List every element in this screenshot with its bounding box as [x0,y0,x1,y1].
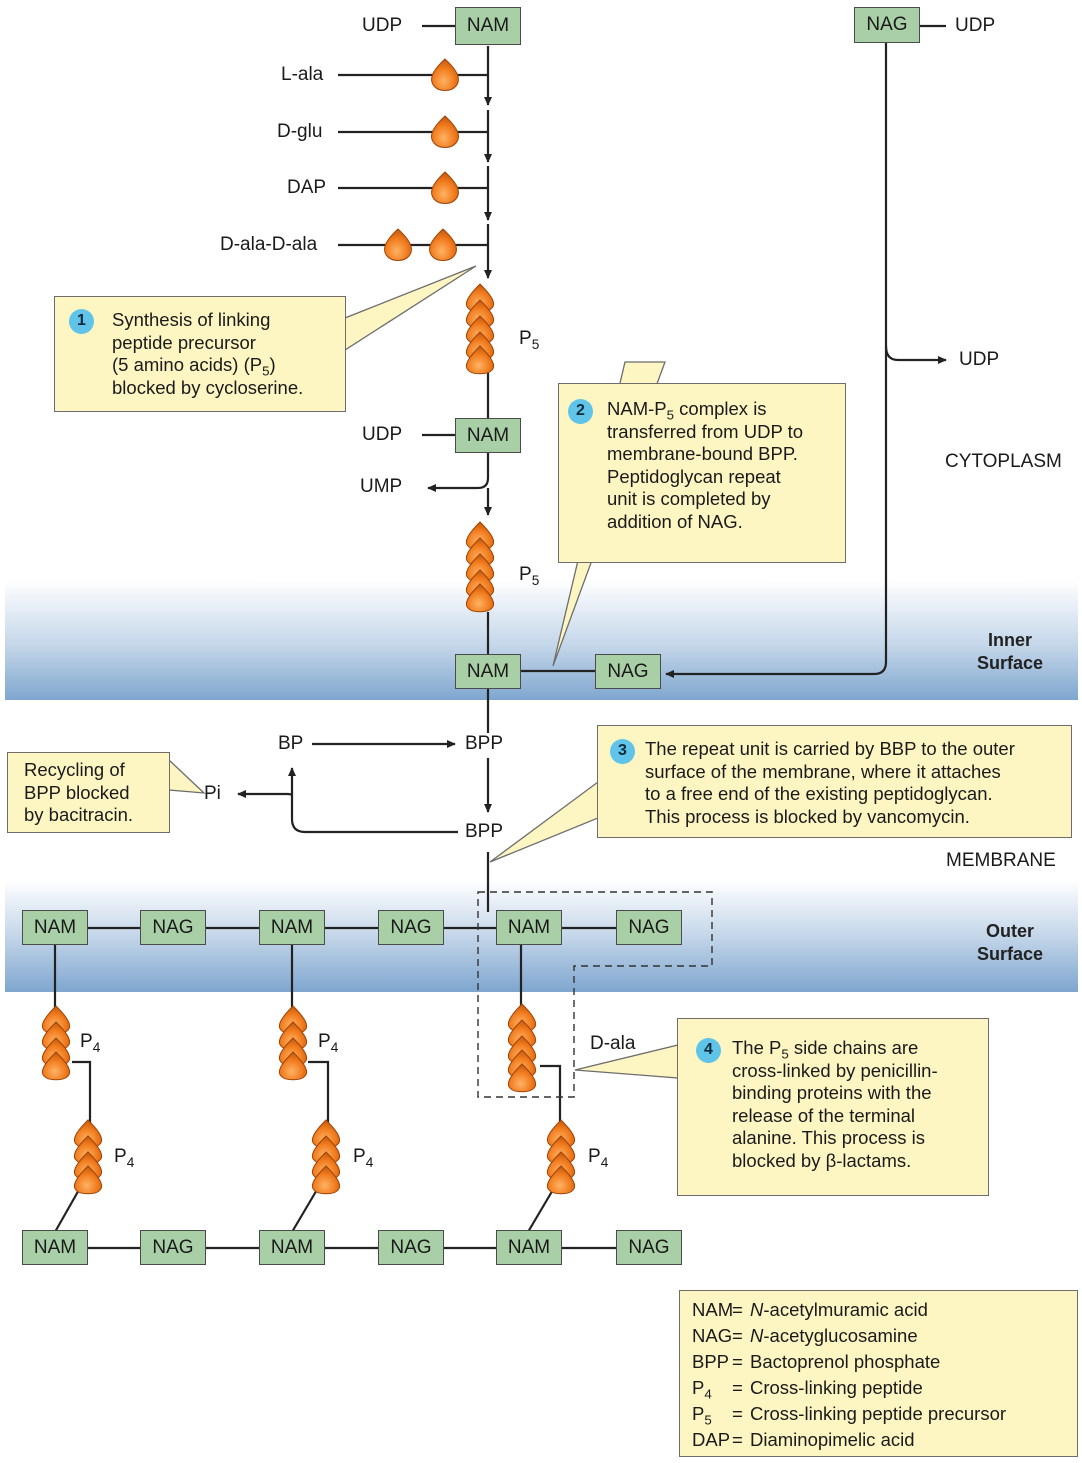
amino-acid-d-glu [431,115,459,148]
nag-box-outer-2: NAG [378,910,444,945]
stem-link [291,1187,319,1233]
callout-4-text: The P5 side chains are cross-linked by p… [732,1037,938,1171]
amino-acid-dap [431,171,459,204]
callout-1-text: Synthesis of linking peptide precursor (… [112,309,304,398]
nam-box-mid: NAM [455,418,521,453]
nag-box-bottom-3: NAG [616,1230,682,1265]
udp-label-released: UDP [959,349,1000,370]
step-badge-3: 3 [610,739,635,764]
peptide-stack-p4-e [546,1119,576,1195]
legend-row-p4: P4=Cross-linking peptide [692,1377,923,1402]
crossbridge [72,1060,92,1124]
legend-row-nam: NAM=N-acetylmuramic acid [692,1299,928,1320]
legend-row-dap: DAP=Diaminopimelic acid [692,1429,915,1450]
udp-release-arrow [884,345,947,365]
legend-row-bpp: BPP=Bactoprenol phosphate [692,1351,941,1372]
p4-label-c: P4 [114,1146,135,1170]
nam-box-inner: NAM [455,654,521,689]
p5-label-top: P5 [519,328,540,352]
bpp-label-bottom: BPP [465,821,504,842]
callout-3-text: The repeat unit is carried by BBP to the… [645,738,1015,827]
p4-label-d: P4 [353,1146,374,1170]
nam-box-outer-1: NAM [22,910,88,945]
step-badge-2: 2 [568,399,593,424]
inner-membrane-band [5,580,1078,700]
recycle-loop [287,767,458,834]
crossbridge [540,1064,562,1124]
nam-box-bottom-2: NAM [259,1230,325,1265]
udp-label-nag: UDP [955,15,996,36]
crossbridge [308,1060,330,1124]
callout-3: 3 The repeat unit is carried by BBP to t… [597,725,1072,838]
legend-row-nag: NAG=N-acetyglucosamine [692,1325,918,1346]
nag-box-bottom-2: NAG [378,1230,444,1265]
udp-label-mid: UDP [362,424,403,445]
amino-acid-d-ala-2 [429,228,457,261]
nam-box-outer-3: NAM [496,910,562,945]
recycle-callout-pointer [168,758,206,794]
membrane-label: MEMBRANE [946,850,1056,871]
amino-acid-d-ala-1 [384,228,412,261]
step-badge-4: 4 [696,1038,721,1063]
nam-box-outer-2: NAM [259,910,325,945]
pi-release-arrow [237,789,294,799]
p5-label-mid: P5 [519,564,540,588]
nam-box-bottom-1: NAM [22,1230,88,1265]
d-ala-label: D-ala [590,1033,636,1054]
callout-2: 2 NAM-P5 complex is transferred from UDP… [558,383,846,563]
l-ala-label: L-ala [281,64,324,85]
nam-box-bottom-3: NAM [496,1230,562,1265]
nam-box-top: NAM [455,7,521,45]
nag-box-bottom-1: NAG [140,1230,206,1265]
peptide-stack-p4-c [73,1119,103,1195]
nag-box-outer-3: NAG [616,910,682,945]
peptide-stack-p4-a [41,1005,71,1081]
callout-2-text: NAM-P5 complex is transferred from UDP t… [607,398,804,532]
stem-link [54,1187,81,1233]
udp-label-top: UDP [362,15,403,36]
dap-label: DAP [287,177,327,198]
step-badge-1: 1 [69,309,94,334]
bpp-label-top: BPP [465,733,504,754]
peptide-stack-p4-b [278,1005,308,1081]
peptide-stack-p5-mid [465,521,495,613]
nag-transfer-arrow [665,42,888,679]
callout-4: 4 The P5 side chains are cross-linked by… [677,1018,989,1196]
bp-label: BP [278,733,304,754]
pi-label: Pi [204,783,221,804]
peptide-stack-p4-d [311,1119,341,1195]
p4-label-e: P4 [588,1146,609,1170]
cytoplasm-label: CYTOPLASM [945,451,1062,472]
nag-box-inner: NAG [595,654,661,689]
callout-1: 1 Synthesis of linking peptide precursor… [54,296,346,412]
stem-link [527,1187,555,1233]
p4-label-b: P4 [318,1031,339,1055]
amino-acid-l-ala [431,58,459,91]
peptide-stack-p5-top [465,283,495,375]
callout-1-pointer [344,265,477,352]
nag-box-top: NAG [854,7,920,43]
p4-label-a: P4 [80,1031,101,1055]
nag-box-outer-1: NAG [140,910,206,945]
legend: NAM=N-acetylmuramic acid NAG=N-acetygluc… [679,1290,1078,1457]
callout-3-pointer [489,780,599,863]
peptide-stack-p5-outer [507,1003,537,1093]
recycle-callout: Recycling of BPP blocked by bacitracin. [7,752,170,833]
ump-release-arrow [427,452,490,493]
d-ala-d-ala-label: D-ala-D-ala [220,234,318,255]
d-glu-label: D-glu [277,121,323,142]
legend-row-p5: P5=Cross-linking peptide precursor [692,1403,1007,1428]
ump-label: UMP [360,476,403,497]
repeat-unit-outline [477,891,713,1098]
